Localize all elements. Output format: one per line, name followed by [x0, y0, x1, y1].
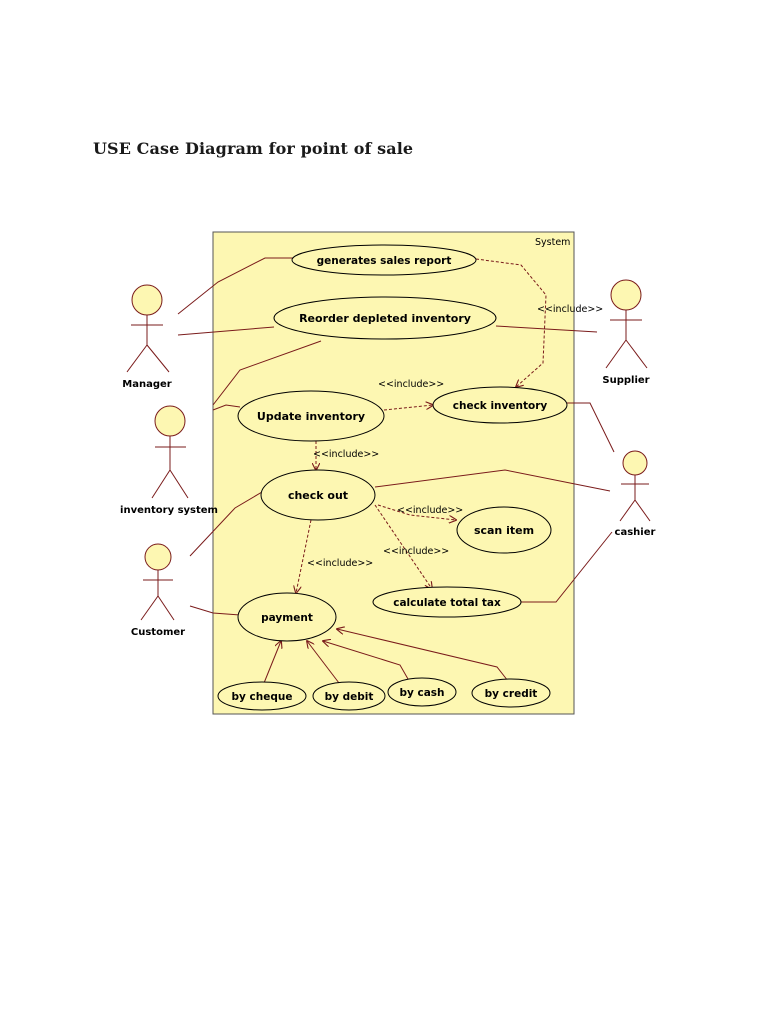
use-case-by-cash: by cash — [387, 677, 457, 707]
include-label-update-to-check-inventory: <<include>> — [378, 379, 444, 390]
actor-supplier-label: Supplier — [602, 375, 649, 386]
actor-inventory-system-label: inventory system — [120, 505, 218, 516]
actor-inventory-system-icon — [151, 405, 189, 499]
use-case-label: check inventory — [453, 400, 548, 412]
use-case-by-credit: by credit — [471, 678, 551, 708]
use-case-label: Reorder depleted inventory — [299, 312, 471, 325]
use-case-label: Update inventory — [257, 410, 365, 423]
use-case-label: by cheque — [232, 691, 293, 703]
use-case-reorder-depleted-inventory: Reorder depleted inventory — [273, 296, 497, 340]
include-label-checkout-to-scan: <<include>> — [397, 505, 463, 516]
system-label: System — [535, 237, 570, 248]
use-case-generates-sales-report: generates sales report — [291, 244, 477, 276]
actor-customer-label: Customer — [131, 627, 185, 638]
include-label-checkout-to-tax: <<include>> — [383, 546, 449, 557]
use-case-label: payment — [261, 612, 313, 624]
actor-cashier-label: cashier — [615, 527, 656, 538]
actor-manager-icon — [126, 284, 170, 373]
use-case-label: generates sales report — [317, 255, 452, 267]
page-title: USE Case Diagram for point of sale — [93, 139, 414, 158]
association-lines — [177, 257, 615, 616]
use-case-label: by cash — [399, 687, 444, 699]
use-case-scan-item: scan item — [456, 506, 552, 554]
use-case-payment: payment — [237, 592, 337, 642]
use-case-label: check out — [288, 489, 348, 502]
use-case-update-inventory: Update inventory — [237, 390, 385, 442]
use-case-check-inventory: check inventory — [432, 386, 568, 424]
actor-customer-icon — [140, 543, 175, 621]
actor-supplier-icon — [605, 279, 648, 369]
use-case-calculate-total-tax: calculate total tax — [372, 586, 522, 618]
include-label-sales-to-check-inventory: <<include>> — [537, 304, 603, 315]
use-case-label: by credit — [485, 688, 538, 700]
use-case-by-cheque: by cheque — [217, 681, 307, 711]
actor-cashier-icon — [619, 450, 651, 522]
include-dependencies — [296, 258, 547, 593]
use-case-label: scan item — [474, 524, 534, 537]
generalization-arrows — [263, 629, 509, 684]
use-case-label: calculate total tax — [393, 597, 501, 609]
use-case-check-out: check out — [260, 469, 376, 521]
include-label-update-to-checkout: <<include>> — [313, 449, 379, 460]
use-case-label: by debit — [325, 691, 374, 703]
actor-manager-label: Manager — [122, 379, 172, 390]
include-label-checkout-to-payment: <<include>> — [307, 558, 373, 569]
use-case-by-debit: by debit — [312, 681, 386, 711]
